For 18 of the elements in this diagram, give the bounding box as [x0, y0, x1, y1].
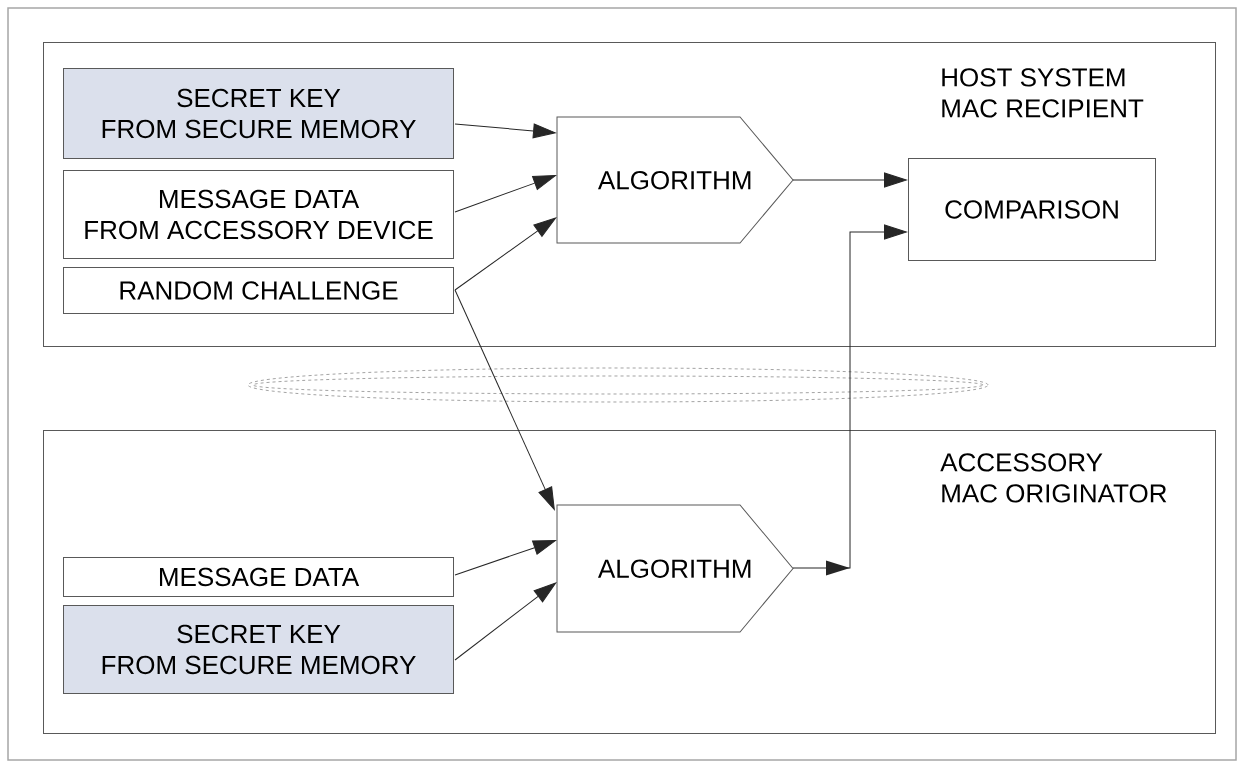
system-panel: [43, 42, 1216, 347]
arrow: [454, 289, 555, 510]
arrow: [792, 224, 907, 576]
input-box: MESSAGE DATA FROM ACCESSORY DEVICE: [63, 170, 454, 259]
system-panel: [43, 430, 1216, 734]
arrow: [454, 175, 556, 213]
arrow: [454, 217, 557, 291]
arrow: [454, 123, 556, 139]
panel-heading: ACCESSORY MAC ORIGINATOR: [940, 453, 1167, 503]
arrow: [454, 582, 557, 661]
input-box: COMPARISON: [908, 158, 1156, 261]
arrow: [454, 540, 556, 576]
input-box: RANDOM CHALLENGE: [63, 267, 454, 314]
key-box: SECRET KEY FROM SECURE MEMORY: [63, 68, 454, 159]
key-box: SECRET KEY FROM SECURE MEMORY: [63, 605, 454, 694]
arrow: [792, 172, 907, 188]
panel-heading: HOST SYSTEM MAC RECIPIENT: [942, 68, 1144, 118]
input-box: MESSAGE DATA: [63, 557, 454, 597]
